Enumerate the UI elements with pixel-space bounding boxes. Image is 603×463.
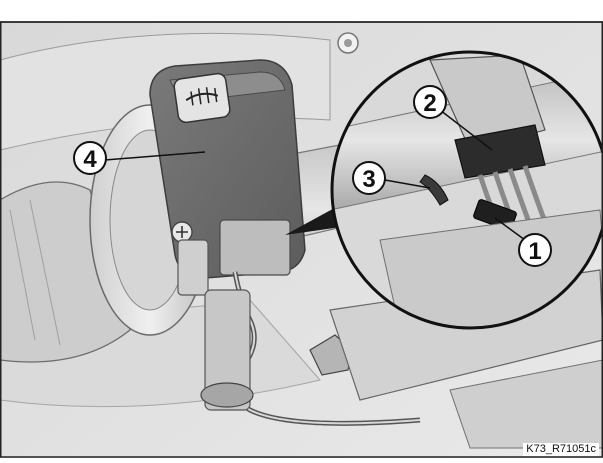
figure-border: [0, 21, 603, 458]
heated-grip-button: [173, 72, 231, 124]
detail-loupe-border: [330, 50, 603, 330]
cable-tie: [419, 174, 449, 206]
grip-ridge: [29, 199, 61, 346]
grip-ridge: [9, 209, 36, 341]
svg-text:1: 1: [528, 238, 541, 265]
svg-text:3: 3: [362, 166, 375, 193]
screw-slot: [176, 226, 188, 238]
connector-housing: [429, 54, 546, 151]
bolt-center: [344, 39, 352, 47]
figure-reference-code: K73_R71051c: [523, 443, 599, 456]
adjuster-ring: [200, 382, 254, 408]
callout-2-leader: [439, 109, 493, 151]
callout-3-leader: [384, 179, 431, 189]
callout-3: 3: [352, 161, 386, 195]
top-margin: [0, 0, 603, 22]
callout-4: 4: [73, 141, 107, 175]
heated-grip-icon: [185, 87, 219, 106]
svg-text:2: 2: [423, 90, 436, 117]
svg-text:4: 4: [83, 146, 97, 173]
connector-bracket: [219, 219, 291, 276]
brake-lever-mount: [204, 289, 251, 411]
callout-2: 2: [413, 85, 447, 119]
callout-1: 1: [518, 233, 552, 267]
lever-pivot: [449, 359, 603, 449]
callout-4-leader: [104, 151, 206, 161]
cable-clip: [177, 239, 209, 296]
callout-1-leader: [494, 217, 526, 241]
